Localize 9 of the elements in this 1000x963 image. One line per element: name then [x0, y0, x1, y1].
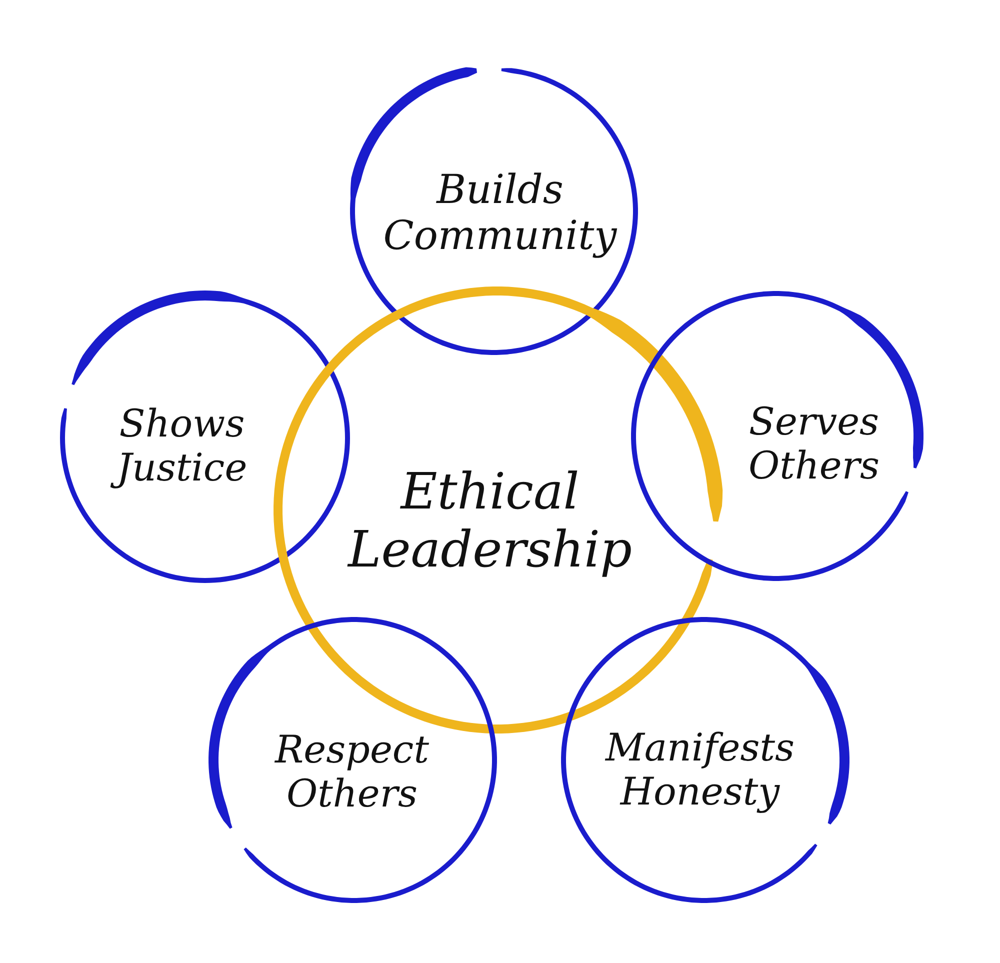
loop-label: Serves Others [747, 400, 881, 490]
loop-label: Ethical Leadership [346, 463, 633, 580]
topic-loop [208, 614, 500, 906]
loop-label: Respect Others [274, 728, 430, 818]
loop-label: Manifests Honesty [604, 726, 796, 816]
topic-loop [347, 64, 641, 358]
loop-label: Builds Community [382, 167, 618, 261]
loop-label: Shows Justice [109, 402, 255, 492]
topic-loop [558, 614, 850, 906]
